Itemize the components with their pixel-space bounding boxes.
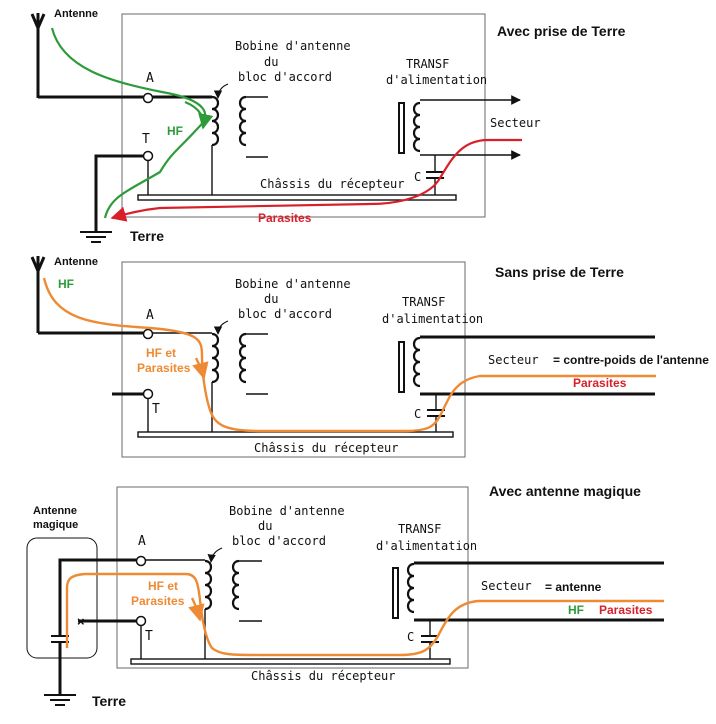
- secteur-label: Secteur: [488, 353, 539, 367]
- transf-title-1: TRANSF: [406, 57, 449, 71]
- transf-title-2: d'alimentation: [386, 73, 487, 87]
- coil-title-3: bloc d'accord: [232, 534, 326, 548]
- chassis-bar: [137, 194, 457, 201]
- terminal-a-label: A: [138, 534, 146, 549]
- cut-mark: ×: [77, 614, 85, 629]
- panel2-title: Sans prise de Terre: [495, 264, 624, 280]
- secteur-label: Secteur: [481, 579, 532, 593]
- antenna-icon: [30, 13, 46, 98]
- antenna-label: Antenne: [54, 8, 98, 20]
- secteur-label: Secteur: [490, 116, 541, 130]
- terminal-t: [142, 388, 154, 400]
- earth-wire: [94, 154, 144, 232]
- terminal-a: [142, 328, 154, 340]
- coil-title-2: du: [264, 55, 278, 69]
- coil-icon: [211, 332, 247, 384]
- terminal-a: [135, 555, 147, 567]
- hf-parasites-label-2: Parasites: [137, 361, 191, 375]
- coil-icon: [204, 559, 240, 611]
- parasites-label: Parasites: [573, 376, 627, 390]
- hf-label: HF: [167, 124, 183, 138]
- terminal-a-label: A: [146, 71, 154, 86]
- magic-antenna-box: [26, 537, 98, 659]
- terminal-t: [135, 615, 147, 627]
- parasites-label: Parasites: [599, 603, 653, 617]
- cap-label: C: [407, 630, 414, 644]
- hf-label: HF: [568, 603, 584, 617]
- hf-path: [50, 27, 207, 219]
- hf-parasites-label-2: Parasites: [131, 594, 185, 608]
- terminal-a: [142, 92, 154, 104]
- terminal-t-label: T: [145, 629, 153, 644]
- hf-parasites-path: [42, 277, 656, 433]
- parasites-label: Parasites: [258, 211, 312, 225]
- panel-without-earth: Sans prise de Terre Antenne HF A T Bobin…: [30, 256, 709, 458]
- earth-label: Terre: [92, 693, 126, 709]
- transformer-core-icon: [392, 567, 399, 619]
- earth-ground-icon: [80, 231, 112, 243]
- terminal-a-label: A: [146, 308, 154, 323]
- parasites-path: [110, 138, 522, 222]
- coil-title-3: bloc d'accord: [238, 307, 332, 321]
- hf-label: HF: [58, 277, 74, 291]
- antenna-icon: [30, 256, 46, 333]
- receiver-frame: [121, 13, 486, 218]
- transf-title-1: TRANSF: [398, 522, 441, 536]
- coil-title-3: bloc d'accord: [238, 70, 332, 84]
- magic-label-1: Antenne: [33, 505, 77, 517]
- panel1-title: Avec prise de Terre: [497, 23, 626, 39]
- receiver-frame: [116, 486, 469, 669]
- coil-title-1: Bobine d'antenne: [235, 39, 351, 53]
- panel3-title: Avec antenne magique: [489, 483, 641, 499]
- chassis-label: Châssis du récepteur: [260, 177, 405, 191]
- coil-title-2: du: [264, 292, 278, 306]
- transf-title-1: TRANSF: [402, 295, 445, 309]
- hf-parasites-path: [65, 572, 664, 657]
- chassis-bar: [137, 431, 454, 438]
- transf-title-2: d'alimentation: [382, 312, 483, 326]
- terminal-t: [142, 150, 154, 162]
- terminal-t-label: T: [152, 402, 160, 417]
- coil-title-1: Bobine d'antenne: [229, 504, 345, 518]
- chassis-label: Châssis du récepteur: [251, 669, 396, 683]
- transf-title-2: d'alimentation: [376, 539, 477, 553]
- antenna-label: Antenne: [54, 256, 98, 268]
- receiver-frame: [121, 261, 466, 458]
- panel-magic-antenna: Avec antenne magique Antenne magique A ×…: [26, 483, 664, 709]
- chassis-bar: [130, 658, 451, 665]
- cap-label: C: [414, 170, 421, 184]
- transformer-core-icon: [398, 341, 405, 393]
- chassis-label: Châssis du récepteur: [254, 441, 399, 455]
- coil-icon: [211, 95, 247, 147]
- cap-label: C: [414, 407, 421, 421]
- terminal-t-label: T: [142, 132, 150, 147]
- magic-label-2: magique: [33, 519, 78, 531]
- earth-ground-icon: [44, 694, 76, 706]
- secteur-suffix: = antenne: [545, 580, 602, 594]
- earth-label: Terre: [130, 228, 164, 244]
- panel-with-earth: Avec prise de Terre Antenne A T Terre Bo…: [30, 8, 626, 244]
- secteur-suffix: = contre-poids de l'antenne: [553, 353, 709, 367]
- coil-title-1: Bobine d'antenne: [235, 277, 351, 291]
- hf-parasites-label-1: HF et: [148, 579, 178, 593]
- hf-parasites-label-1: HF et: [146, 346, 176, 360]
- coil-title-2: du: [258, 519, 272, 533]
- transformer-core-icon: [398, 102, 405, 154]
